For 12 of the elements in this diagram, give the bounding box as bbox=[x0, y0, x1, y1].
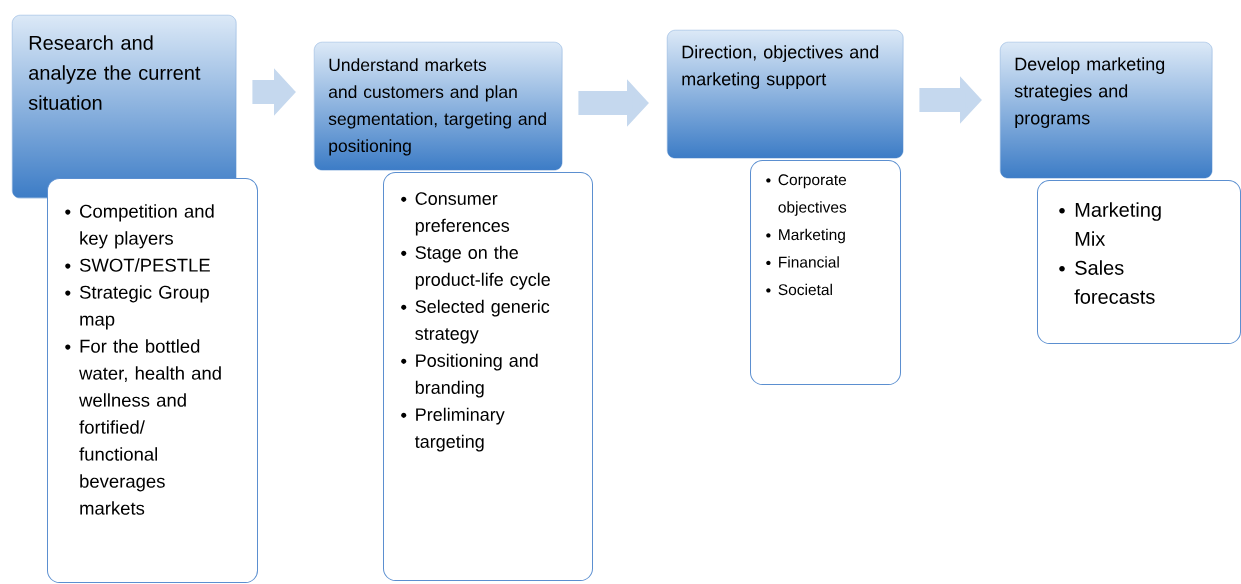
step-box: Develop marketing strategies and programs bbox=[1000, 42, 1213, 179]
node-label: Strategic Group map bbox=[79, 285, 209, 330]
bullet-list-box: Competition and key players SWOT/PESTLE Strategic Group map For the bottled water, health and wellness and fortified/ functional beverages markets bbox=[47, 178, 258, 583]
bullet-list-box: Corporate objectives Marketing Financial Societal bbox=[750, 160, 901, 385]
node-label: For the bottled water, health and wellness and fortified/ functional beverages markets bbox=[79, 339, 221, 515]
step-box: Research and analyze the current situation bbox=[12, 15, 237, 199]
bullet-list-box: Marketing Mix Sales forecasts bbox=[1037, 180, 1241, 344]
step-box: Direction, objectives and marketing support bbox=[667, 30, 904, 159]
bullet-list-box: Consumer preferences Stage on the product-life cycle Selected generic strategy Positioning and branding Preliminary targeting bbox=[383, 172, 593, 581]
node-label: Competition and key players bbox=[80, 204, 214, 249]
node-label: SWOT/PESTLE bbox=[79, 258, 210, 272]
step-box: Understand markets and customers and plan segmentation, targeting and positioning bbox=[314, 42, 563, 171]
